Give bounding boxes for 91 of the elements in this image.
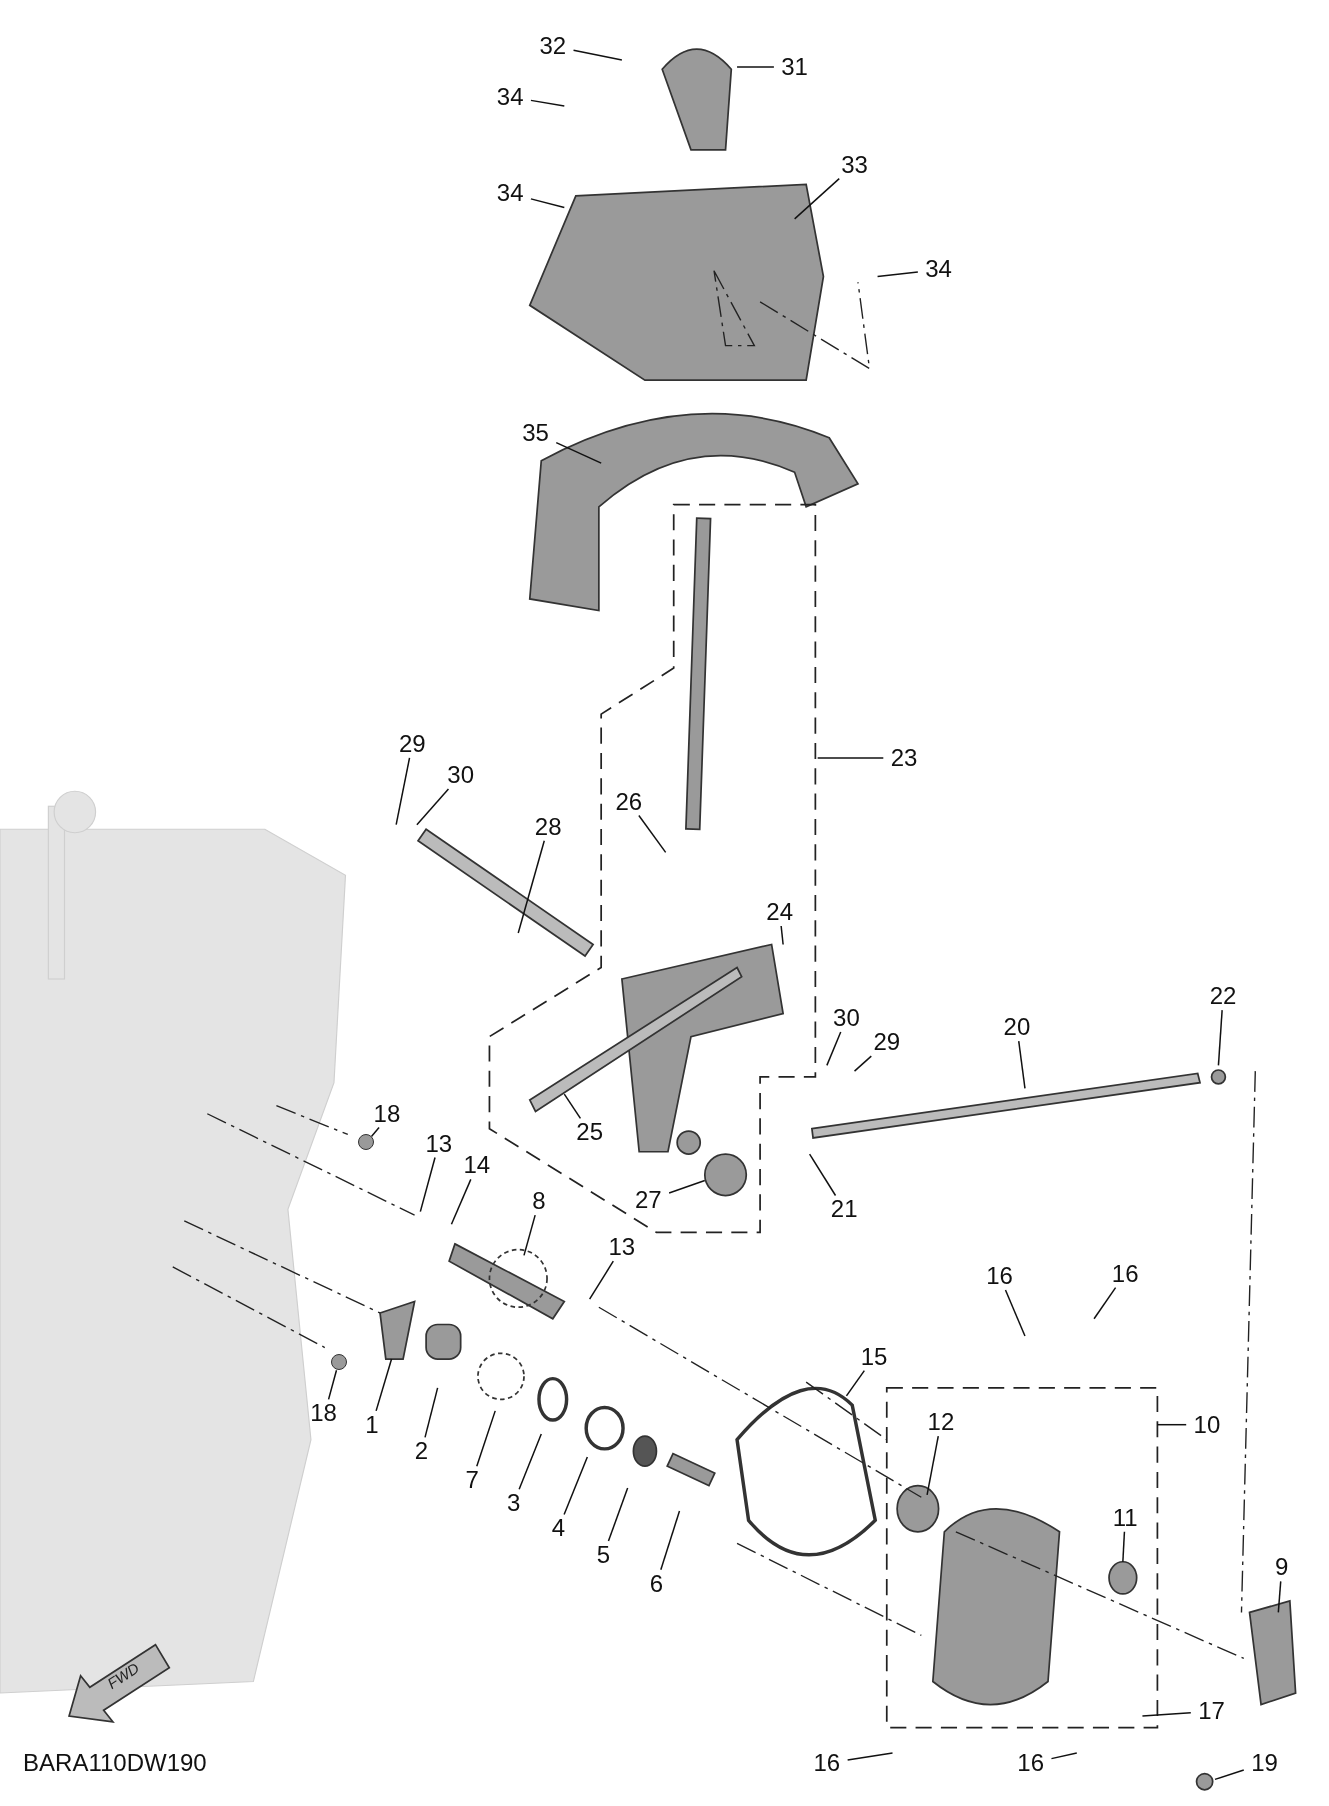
callout-number: 26 — [615, 789, 643, 814]
callout-number: 20 — [1003, 1015, 1031, 1040]
leader-line — [530, 198, 566, 209]
callout-number: 15 — [860, 1344, 888, 1369]
callout-number: 16 — [1111, 1261, 1139, 1286]
callout-number: 12 — [927, 1410, 955, 1435]
leader-line — [1214, 1769, 1245, 1781]
callout-number: 28 — [534, 814, 562, 839]
callout-number: 32 — [539, 34, 567, 59]
callout-number: 34 — [496, 84, 524, 109]
leader-line — [607, 1487, 629, 1542]
callout-number: 31 — [781, 54, 808, 79]
callout-number: 17 — [1198, 1699, 1225, 1724]
leader-line — [816, 757, 885, 759]
callout-number: 3 — [506, 1490, 521, 1515]
callout-number: 8 — [532, 1189, 546, 1214]
leader-line — [826, 1031, 842, 1067]
callout-number: 19 — [1251, 1751, 1278, 1776]
callout-number: 29 — [398, 731, 426, 756]
leader-line — [1004, 1289, 1026, 1337]
leader-line — [563, 1456, 589, 1516]
leader-line — [736, 66, 775, 68]
leader-line — [1050, 1752, 1078, 1760]
leader-line — [1217, 1009, 1223, 1067]
callout-number: 4 — [551, 1516, 566, 1541]
callout-number: 18 — [310, 1401, 337, 1426]
callout-number: 14 — [463, 1153, 491, 1178]
drawing-code: BARA110DW190 — [23, 1750, 207, 1775]
callout-number: 6 — [649, 1571, 664, 1596]
leader-line — [1018, 1040, 1026, 1090]
leader-line — [476, 1410, 496, 1467]
callout-number: 34 — [925, 257, 952, 282]
callout-number: 25 — [576, 1120, 603, 1145]
leader-line — [876, 271, 919, 278]
leader-line — [518, 1433, 542, 1490]
pin-part — [358, 1134, 375, 1151]
leader-line — [926, 1435, 939, 1496]
leader-line — [808, 1153, 837, 1197]
leader-line — [370, 1126, 380, 1138]
leader-line — [1122, 1531, 1126, 1563]
callout-number: 16 — [1017, 1751, 1045, 1776]
leader-line — [517, 840, 546, 934]
leader-line — [530, 99, 566, 107]
callout-number: 33 — [841, 152, 868, 177]
direction-label: FWD — [104, 1659, 142, 1691]
leader-line — [563, 1093, 582, 1120]
callout-number: 13 — [425, 1131, 453, 1156]
leader-line — [419, 1156, 436, 1213]
leader-line — [375, 1358, 393, 1412]
callout-number: 35 — [522, 421, 549, 445]
callout-number: 1 — [365, 1412, 379, 1437]
callout-number: 30 — [447, 763, 474, 788]
callout-number: 30 — [833, 1006, 860, 1031]
leader-line — [424, 1387, 439, 1439]
leader-line — [853, 1055, 873, 1072]
leader-line — [638, 814, 667, 854]
callout-number: 29 — [873, 1030, 901, 1055]
callout-number: 23 — [890, 745, 918, 770]
callout-number: 18 — [373, 1101, 401, 1126]
leader-line — [395, 757, 411, 826]
callout-number: 16 — [986, 1264, 1013, 1288]
callout-number: 7 — [465, 1467, 479, 1492]
callout-number: 24 — [766, 900, 793, 925]
leader-line — [327, 1369, 338, 1401]
pin-part — [330, 1354, 347, 1371]
callout-number: 11 — [1112, 1505, 1138, 1530]
leader-line — [1141, 1712, 1192, 1717]
leader-line — [416, 788, 450, 826]
leader-line — [572, 49, 623, 61]
leader-line — [845, 1369, 866, 1397]
leader-line — [523, 1214, 536, 1257]
leader-line — [793, 177, 840, 220]
leader-line — [450, 1178, 472, 1226]
callout-number: 9 — [1275, 1555, 1289, 1580]
leader-line — [1093, 1286, 1117, 1320]
callout-number: 34 — [496, 181, 524, 206]
callout-number: 21 — [830, 1197, 858, 1222]
leader-line — [660, 1510, 681, 1571]
leader-line — [1156, 1423, 1187, 1426]
callout-number: 22 — [1209, 984, 1237, 1009]
callout-number: 13 — [608, 1235, 636, 1260]
leader-line — [588, 1260, 615, 1300]
callout-number: 2 — [414, 1439, 429, 1464]
callout-number: 5 — [596, 1542, 611, 1567]
leader-line — [780, 925, 784, 946]
leader-line — [846, 1752, 894, 1761]
callout-number: 27 — [635, 1188, 662, 1212]
leader-line — [668, 1179, 706, 1194]
leader-line — [1277, 1580, 1282, 1614]
callout-number: 10 — [1193, 1412, 1221, 1437]
callout-number: 16 — [813, 1751, 841, 1776]
